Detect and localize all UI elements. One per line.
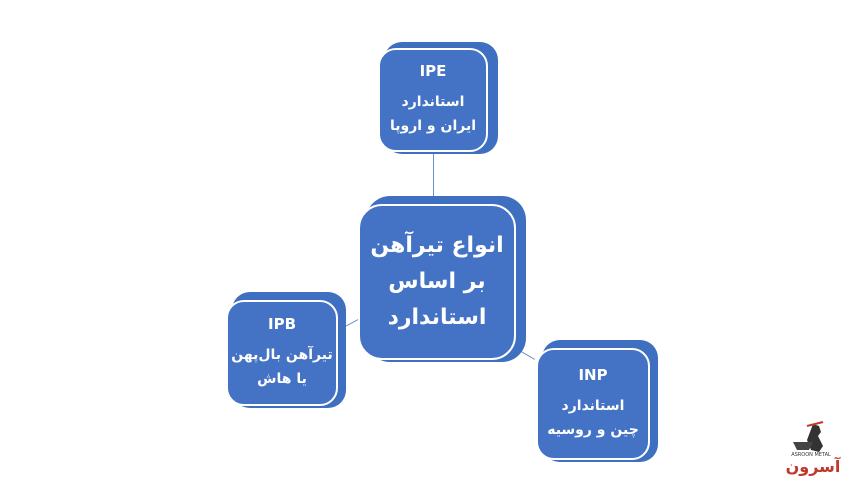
center-line: استاندارد — [387, 305, 487, 330]
center-line: بر اساس — [388, 269, 486, 294]
svg-text:ASROON METAL: ASROON METAL — [791, 452, 831, 458]
node-desc-line: ایران و اروپا — [389, 118, 477, 134]
brand-logo: ASROON METAL آسرون — [773, 420, 849, 476]
blacksmith-icon: ASROON METAL آسرون — [786, 421, 841, 476]
node-desc-line: استاندارد — [401, 94, 465, 110]
node-desc-line: چین و روسیه — [547, 422, 639, 438]
node-code: IPB — [268, 315, 297, 333]
node-inp: INP استاندارد چین و روسیه — [536, 340, 658, 462]
node-center: انواع تیرآهن بر اساس استاندارد — [358, 196, 526, 362]
node-desc-line: استاندارد — [561, 398, 625, 414]
node-code: INP — [578, 366, 608, 384]
node-code: IPE — [419, 62, 447, 80]
svg-text:آسرون: آسرون — [786, 456, 841, 476]
node-desc-line: تیرآهن بال‌پهن — [231, 347, 333, 363]
node-ipb: IPB تیرآهن بال‌پهن یا هاش — [226, 292, 346, 408]
center-line: انواع تیرآهن — [370, 233, 504, 258]
node-ipe: IPE استاندارد ایران و اروپا — [378, 42, 498, 154]
node-desc-line: یا هاش — [257, 371, 307, 387]
